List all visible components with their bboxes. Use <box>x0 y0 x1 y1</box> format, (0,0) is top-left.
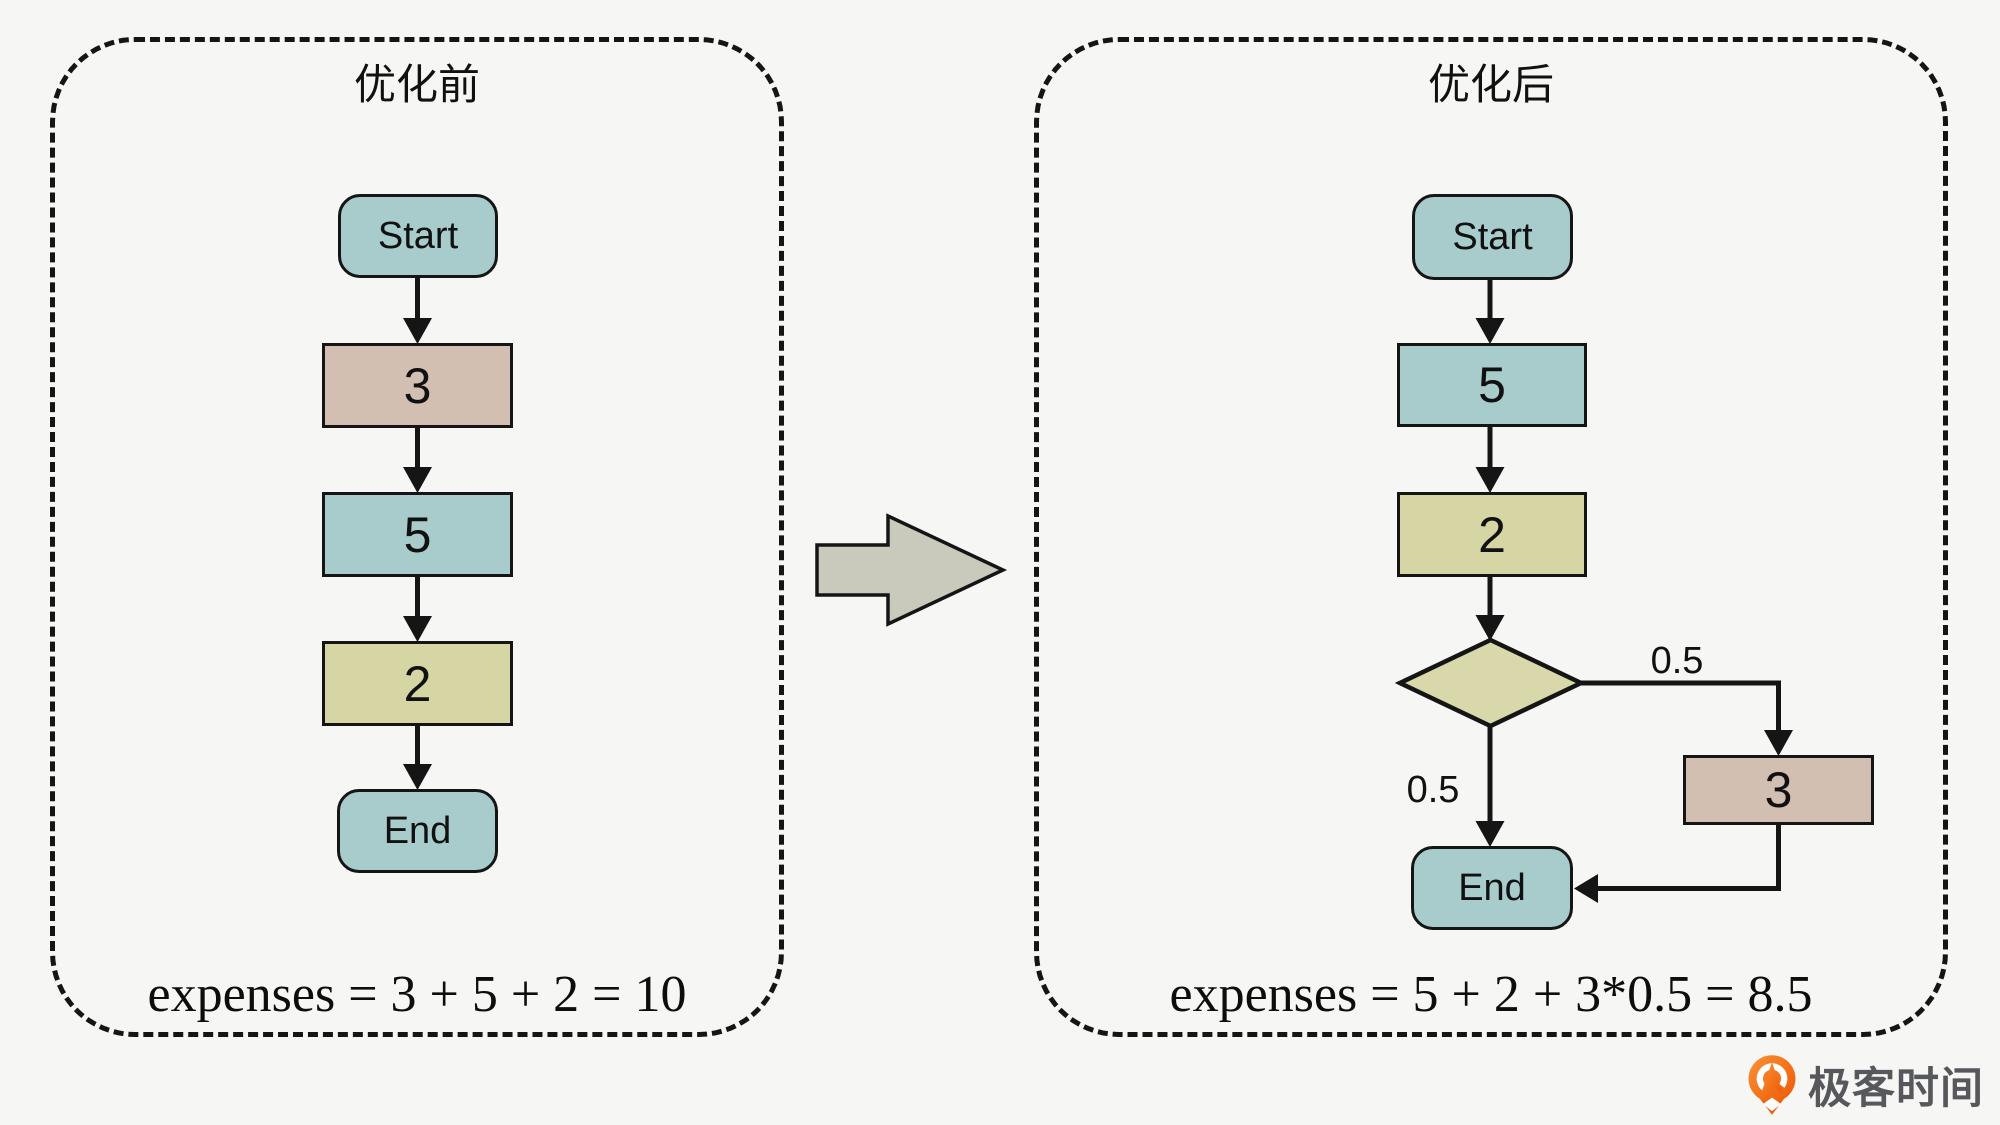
before-expenses-formula: expenses = 3 + 5 + 2 = 10 <box>147 966 687 1023</box>
panel-before <box>50 37 784 1037</box>
panel-before-title: 优化前 <box>353 61 480 108</box>
before-start-node: Start <box>338 194 498 278</box>
arrowheads <box>403 318 1793 903</box>
edge-after-branch-end <box>1598 825 1781 891</box>
before-cost2-node: 5 <box>322 492 513 577</box>
after-cost1-node: 5 <box>1397 343 1587 427</box>
before-cost1-node: 3 <box>322 343 513 428</box>
branch-probability-right-label: 0.5 <box>1650 640 1704 682</box>
before-end-node: End <box>337 789 498 873</box>
transform-arrow <box>815 513 1008 627</box>
after-cost2-node: 2 <box>1397 492 1587 577</box>
brand-footer: 极客时间 <box>1744 1053 1984 1117</box>
after-end-node: End <box>1411 846 1573 930</box>
edge-after-decision-branch <box>1581 680 1781 733</box>
after-expenses-formula: expenses = 5 + 2 + 3*0.5 = 8.5 <box>1169 966 1813 1023</box>
brand-footer-label: 极客时间 <box>1808 1065 1984 1113</box>
after-start-node: Start <box>1412 194 1573 280</box>
panel-after <box>1034 37 1948 1037</box>
decision-diamond <box>1394 637 1587 729</box>
panel-after-title: 优化后 <box>1427 61 1554 108</box>
before-cost3-node: 2 <box>322 641 513 726</box>
after-branch-cost-node: 3 <box>1683 755 1874 825</box>
branch-probability-down-label: 0.5 <box>1406 769 1460 811</box>
geektime-logo-icon <box>1748 1055 1796 1115</box>
